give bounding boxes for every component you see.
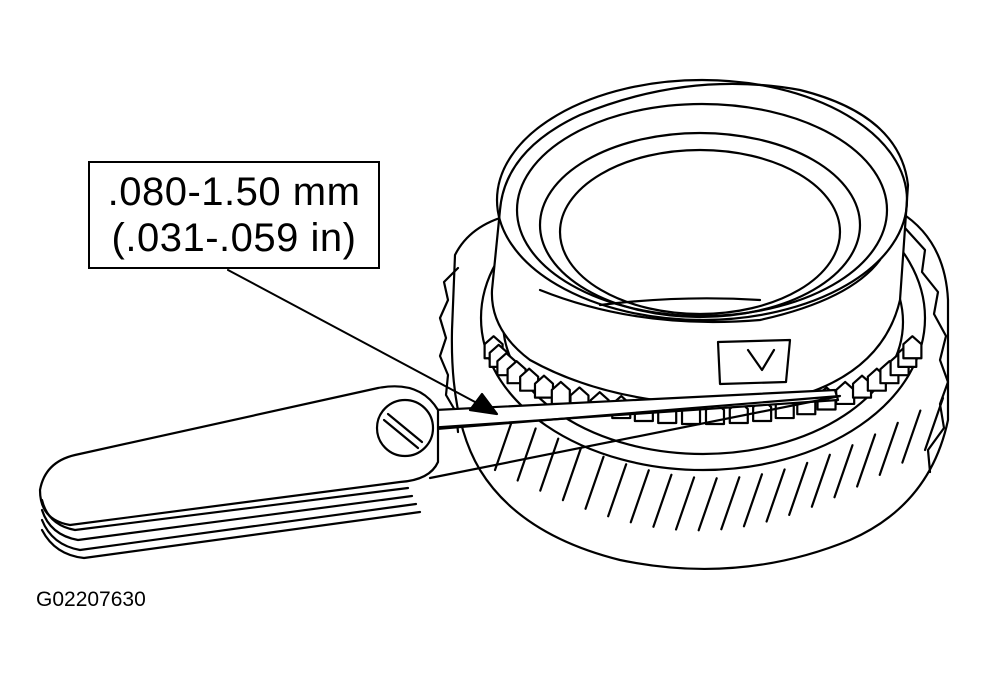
gear-tooth-line (697, 477, 718, 532)
gear-teeth (493, 396, 945, 532)
figure-id: G02207630 (36, 588, 146, 611)
leader-arrow (227, 269, 499, 416)
gear-tooth-line (674, 476, 696, 531)
gear-tooth-line (584, 455, 605, 510)
gear-tooth-line (856, 433, 877, 488)
dog-tooth (902, 335, 923, 360)
measurement-callout: .080-1.50 mm (.031-.059 in) (88, 161, 380, 269)
clearance-metric: .080-1.50 mm (107, 170, 361, 214)
gear-tooth-line (607, 463, 628, 518)
gear-tooth-line (742, 473, 764, 528)
gear-tooth-line (878, 421, 899, 476)
gear-tooth-line (765, 468, 786, 523)
clearance-imperial: (.031-.059 in) (111, 216, 357, 260)
gear-tooth-line (561, 447, 582, 502)
gear-tooth-line (539, 437, 560, 492)
gear-tooth-line (493, 416, 515, 472)
gear-tooth-line (901, 409, 922, 464)
gear-tooth-line (652, 473, 673, 528)
gear-tooth-line (516, 427, 537, 482)
gear-tooth-line (833, 444, 854, 499)
feeler-gauge (38, 385, 842, 560)
gear-tooth-line (720, 476, 741, 531)
blocker-ring (490, 78, 910, 407)
gear-tooth-line (810, 453, 831, 508)
gear-tooth-line (629, 469, 650, 524)
gear-tooth-line (788, 461, 809, 517)
